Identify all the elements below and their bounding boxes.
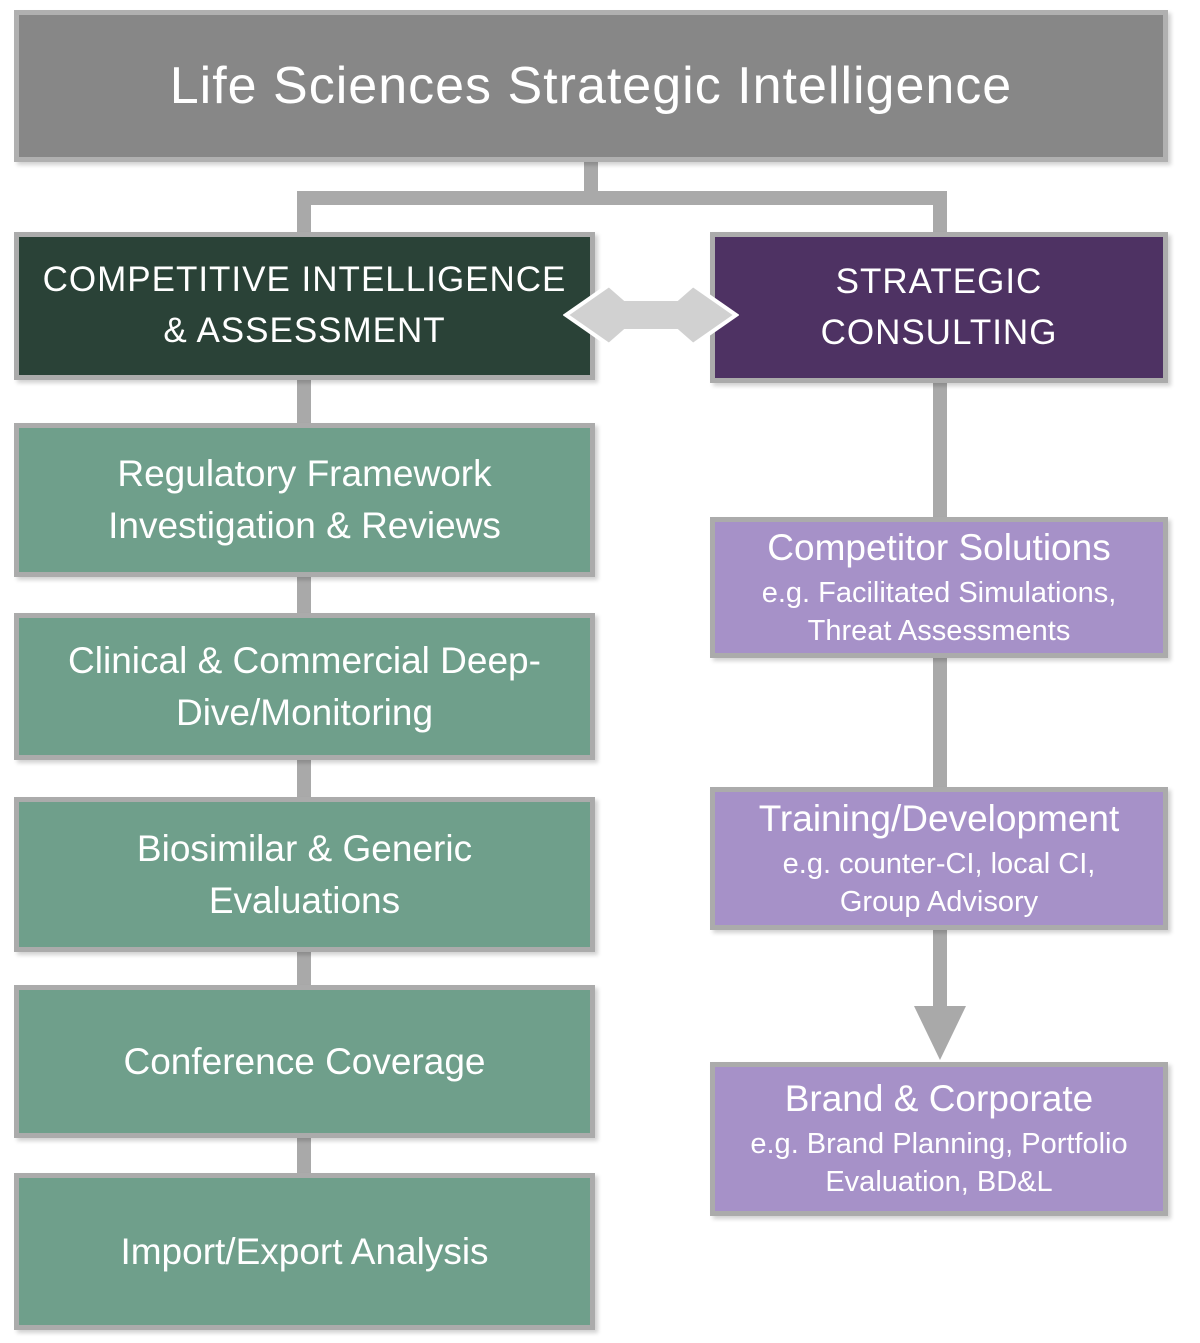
- double-arrow-icon: [563, 282, 739, 348]
- box-import-export: Import/Export Analysis: [14, 1173, 595, 1330]
- box-biosimilar-generic-label: Biosimilar & Generic Evaluations: [136, 827, 473, 921]
- box-regulatory-framework: Regulatory Framework Investigation & Rev…: [14, 423, 595, 577]
- box-biosimilar-generic: Biosimilar & Generic Evaluations: [14, 797, 595, 952]
- down-arrowhead-icon: [914, 1006, 966, 1060]
- box-competitor-solutions: Competitor Solutions e.g. Facilitated Si…: [710, 517, 1168, 658]
- box-training-development-subtitle: e.g. counter-CI, local CI, Group Advisor…: [782, 847, 1096, 918]
- title-text: Life Sciences Strategic Intelligence: [169, 57, 1013, 115]
- box-clinical-commercial-label: Clinical & Commercial Deep- Dive/Monitor…: [68, 639, 541, 733]
- box-training-development-title: Training/Development: [758, 797, 1120, 839]
- box-competitor-solutions-subtitle: e.g. Facilitated Simulations, Threat Ass…: [761, 576, 1117, 647]
- connector-left-drop: [297, 191, 311, 236]
- box-brand-corporate: Brand & Corporate e.g. Brand Planning, P…: [710, 1062, 1168, 1216]
- box-clinical-commercial: Clinical & Commercial Deep- Dive/Monitor…: [14, 613, 595, 760]
- header-competitive-intelligence: COMPETITIVE INTELLIGENCE & ASSESSMENT: [14, 232, 595, 380]
- connector-right-drop: [933, 191, 947, 236]
- box-conference-coverage-label: Conference Coverage: [123, 1040, 486, 1082]
- box-training-development: Training/Development e.g. counter-CI, lo…: [710, 787, 1168, 930]
- box-regulatory-framework-label: Regulatory Framework Investigation & Rev…: [108, 453, 501, 546]
- box-brand-corporate-subtitle: e.g. Brand Planning, Portfolio Evaluatio…: [750, 1128, 1128, 1199]
- header-competitive-intelligence-label: COMPETITIVE INTELLIGENCE & ASSESSMENT: [42, 260, 567, 350]
- box-competitor-solutions-title: Competitor Solutions: [767, 526, 1111, 568]
- box-brand-corporate-title: Brand & Corporate: [784, 1078, 1094, 1120]
- connector-title-stub: [584, 160, 598, 196]
- box-import-export-label: Import/Export Analysis: [120, 1230, 489, 1272]
- header-strategic-consulting: STRATEGIC CONSULTING: [710, 232, 1168, 383]
- box-conference-coverage: Conference Coverage: [14, 985, 595, 1138]
- connector-horizontal-bar: [297, 191, 947, 205]
- title-box: Life Sciences Strategic Intelligence: [14, 10, 1168, 162]
- header-strategic-consulting-label: STRATEGIC CONSULTING: [820, 261, 1058, 352]
